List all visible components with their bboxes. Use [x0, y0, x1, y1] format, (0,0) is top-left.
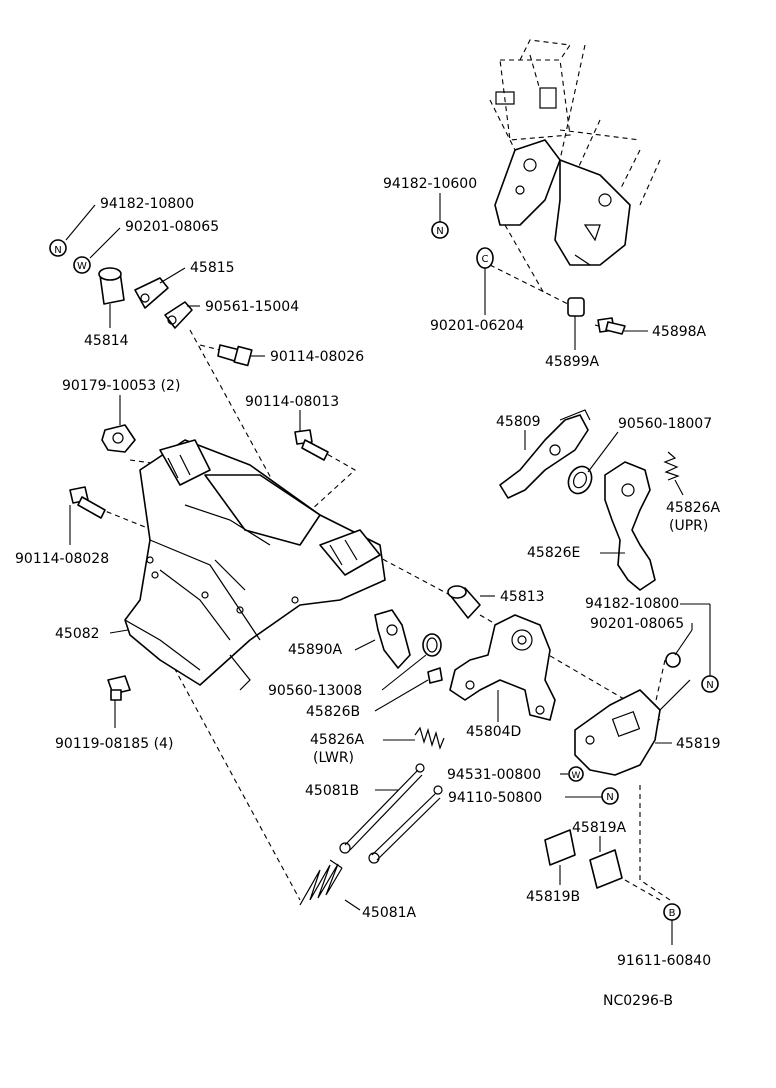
marker-bolt-91611-60840: B	[663, 903, 681, 921]
label-90201-08065-a: 90201-08065	[125, 219, 219, 235]
label-94182-10600: 94182-10600	[383, 176, 477, 192]
label-90561-15004: 90561-15004	[205, 299, 299, 315]
marker-nut-letter: N	[436, 226, 443, 237]
label-94531-00800: 94531-00800	[447, 767, 541, 783]
label-90560-13008: 90560-13008	[268, 683, 362, 699]
marker-nut-94182-10800-a: N	[49, 239, 67, 257]
label-45826a-upr: 45826A	[666, 500, 721, 516]
marker-washer-90201-08065-b	[665, 652, 681, 668]
marker-washer-94531-00800: W	[568, 766, 584, 782]
label-94110-50800: 94110-50800	[448, 790, 542, 806]
marker-bolt-letter: B	[669, 908, 676, 919]
label-45081b: 45081B	[305, 783, 359, 799]
bracket-45082	[124, 439, 386, 691]
label-45819b: 45819B	[526, 889, 580, 905]
label-45899a: 45899A	[545, 354, 600, 370]
label-45826a-upr-note: (UPR)	[669, 518, 708, 534]
spring-parts	[299, 763, 443, 906]
label-45826a-lwr: 45826A	[310, 732, 365, 748]
diagram-id: NC0296-B	[603, 993, 673, 1009]
label-45082: 45082	[55, 626, 100, 642]
label-45826b: 45826B	[306, 704, 360, 720]
marker-washer-letter: W	[77, 261, 87, 272]
label-45890a: 45890A	[288, 642, 343, 658]
label-94182-10800-b: 94182-10800	[585, 596, 679, 612]
label-90114-08028: 90114-08028	[15, 551, 109, 567]
label-45814: 45814	[84, 333, 129, 349]
label-45815: 45815	[190, 260, 235, 276]
label-90179-10053: 90179-10053 (2)	[62, 378, 180, 394]
label-45898a: 45898A	[652, 324, 707, 340]
label-45819: 45819	[676, 736, 721, 752]
marker-washer-letter: W	[572, 771, 581, 781]
label-90114-08013: 90114-08013	[245, 394, 339, 410]
marker-collar-letter: C	[482, 254, 489, 265]
leader-lines	[65, 193, 711, 945]
label-90560-18007: 90560-18007	[618, 416, 712, 432]
marker-nut-letter: N	[706, 680, 713, 691]
label-45819a: 45819A	[572, 820, 627, 836]
label-45826e: 45826E	[527, 545, 580, 561]
marker-collar-90201-06204: C	[476, 247, 494, 269]
center-parts	[374, 585, 556, 750]
marker-washer-90201-08065-a: W	[73, 256, 91, 274]
marker-nut-94182-10800-b: N	[701, 675, 719, 693]
marker-nut-letter: N	[606, 792, 613, 803]
right-parts	[499, 297, 691, 889]
marker-nut-94182-10600: N	[431, 221, 449, 239]
part-labels: 94182-10800 90201-08065 45815 90561-1500…	[15, 176, 721, 969]
label-94182-10800-a: 94182-10800	[100, 196, 194, 212]
label-45826a-lwr-note: (LWR)	[313, 750, 354, 766]
label-90201-08065-b: 90201-08065	[590, 616, 684, 632]
label-45081a: 45081A	[362, 905, 417, 921]
marker-nut-94110-50800: N	[601, 787, 619, 805]
label-45813: 45813	[500, 589, 545, 605]
marker-nut-letter: N	[54, 245, 61, 256]
label-90201-06204: 90201-06204	[430, 318, 524, 334]
label-90119-08185: 90119-08185 (4)	[55, 736, 173, 752]
steering-column-assembly	[489, 39, 661, 266]
label-45809: 45809	[496, 414, 541, 430]
label-91611-60840: 91611-60840	[617, 953, 711, 969]
label-45804d: 45804D	[466, 724, 521, 740]
label-90114-08026: 90114-08026	[270, 349, 364, 365]
small-parts-left	[69, 267, 329, 701]
